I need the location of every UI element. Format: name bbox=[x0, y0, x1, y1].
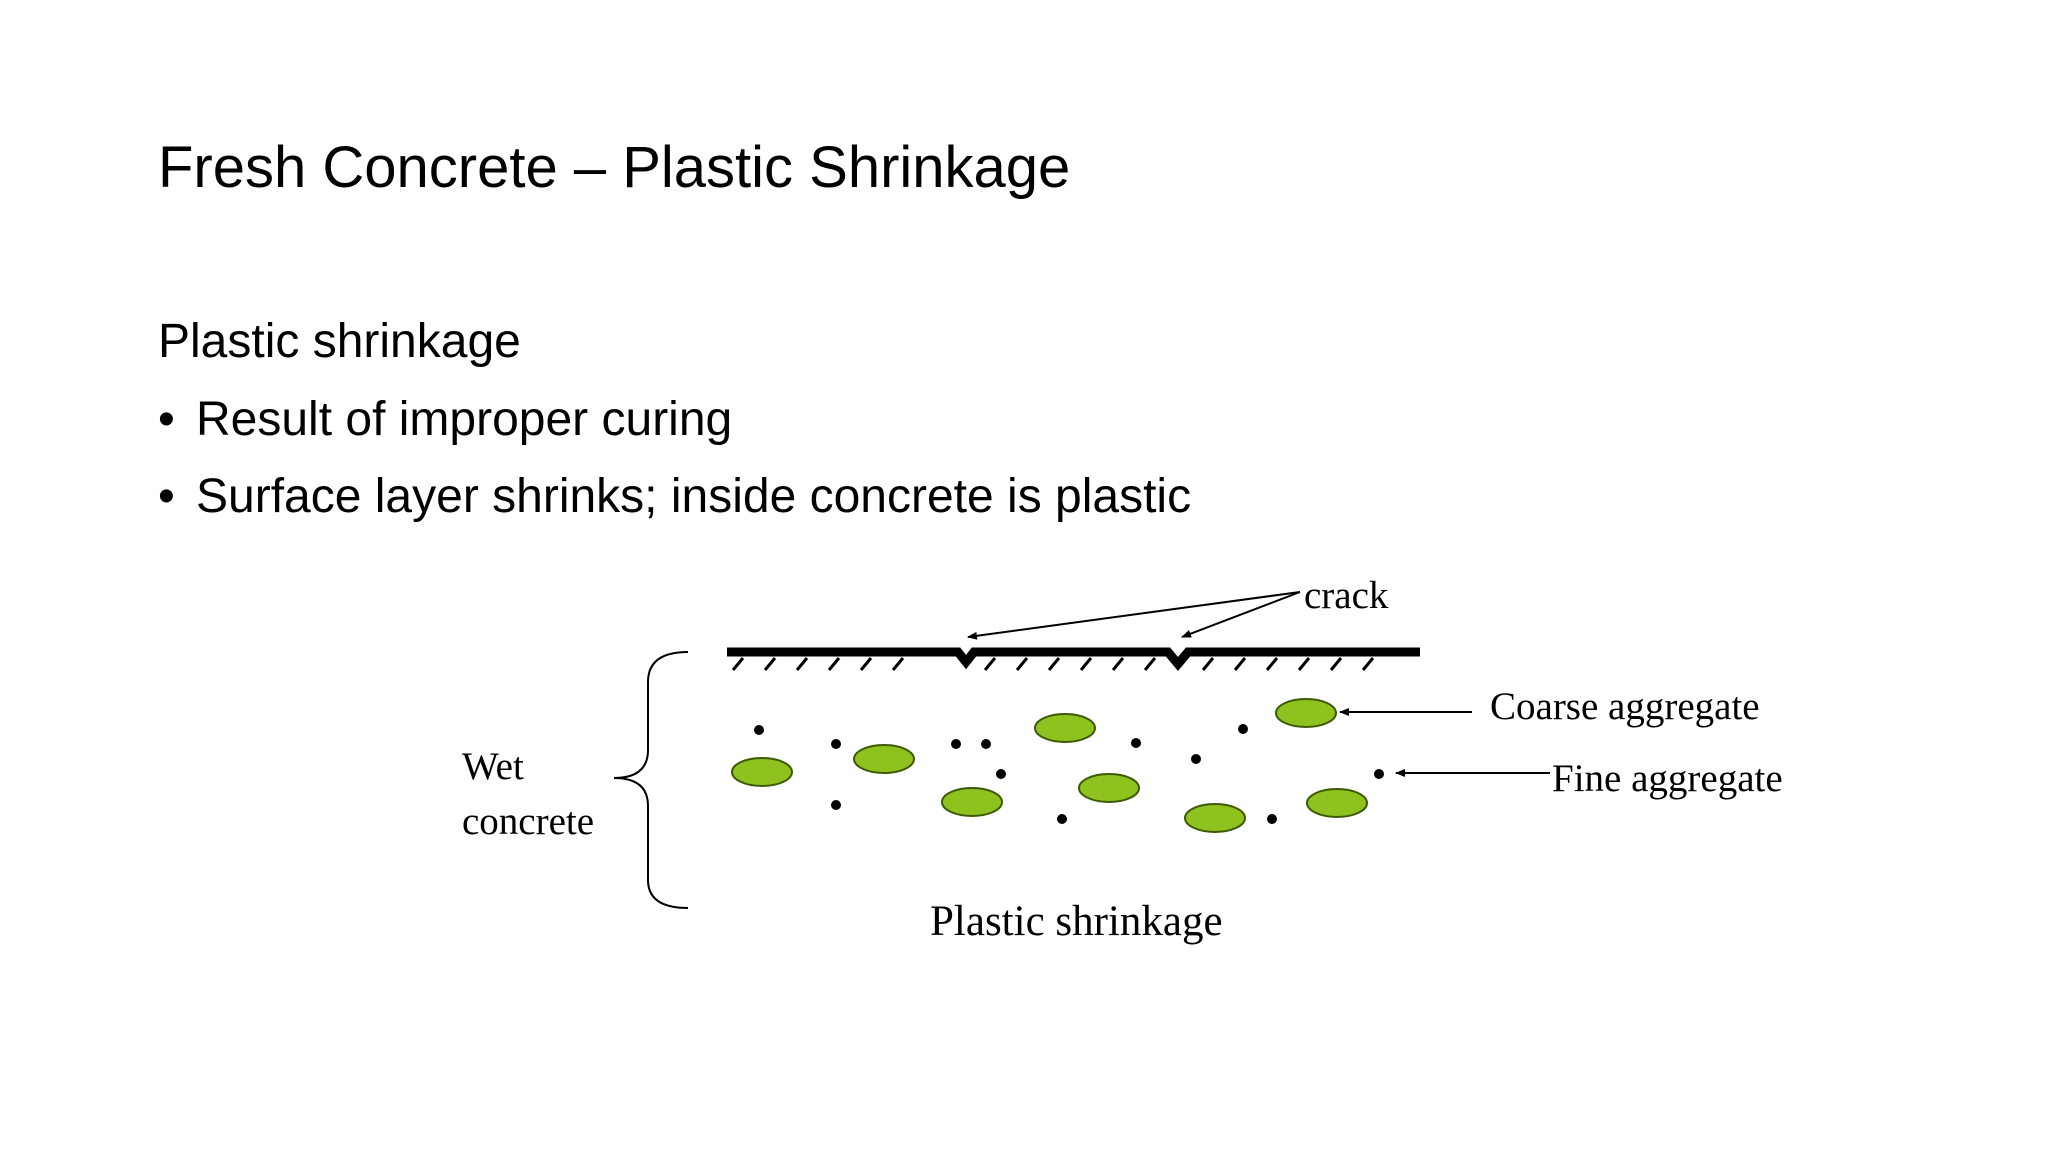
fine-aggregate bbox=[951, 739, 961, 749]
fine-aggregate bbox=[1191, 754, 1201, 764]
wet-concrete-label-line2: concrete bbox=[462, 800, 594, 843]
fine-aggregate bbox=[754, 725, 764, 735]
diagram-caption: Plastic shrinkage bbox=[930, 898, 1223, 945]
bullet-item: • Surface layer shrinks; inside concrete… bbox=[158, 469, 1191, 546]
fine-aggregate bbox=[981, 739, 991, 749]
wet-concrete-label-line1: Wet bbox=[462, 745, 524, 788]
body-heading: Plastic shrinkage bbox=[158, 315, 521, 368]
fine-aggregate bbox=[1057, 814, 1067, 824]
surface-hatch-marks bbox=[731, 657, 1375, 671]
fine-aggregate-group bbox=[754, 724, 1384, 824]
concrete-surface-line bbox=[727, 647, 1420, 672]
bullet-dot-icon: • bbox=[158, 470, 175, 523]
bullet-text: Result of improper curing bbox=[196, 393, 733, 446]
fine-aggregate bbox=[1238, 724, 1248, 734]
fine-aggregate bbox=[831, 800, 841, 810]
fine-aggregate bbox=[1131, 738, 1141, 748]
fine-aggregate-label: Fine aggregate bbox=[1552, 757, 1783, 800]
wet-concrete-brace bbox=[613, 651, 689, 909]
fine-aggregate bbox=[996, 769, 1006, 779]
coarse-aggregate bbox=[1184, 803, 1246, 833]
coarse-aggregate bbox=[1078, 773, 1140, 803]
fine-aggregate bbox=[1267, 814, 1277, 824]
coarse-aggregate bbox=[1275, 698, 1337, 728]
bullet-dot-icon: • bbox=[158, 393, 175, 446]
fine-aggregate bbox=[1374, 769, 1384, 779]
slide-title: Fresh Concrete – Plastic Shrinkage bbox=[158, 135, 1071, 200]
coarse-aggregate bbox=[853, 744, 915, 774]
bullet-text: Surface layer shrinks; inside concrete i… bbox=[196, 470, 1192, 523]
coarse-aggregate-group bbox=[731, 698, 1368, 833]
fine-aggregate bbox=[831, 739, 841, 749]
crack-label: crack bbox=[1304, 574, 1389, 617]
coarse-aggregate bbox=[941, 787, 1003, 817]
coarse-aggregate bbox=[731, 757, 793, 787]
coarse-aggregate bbox=[1034, 713, 1096, 743]
bullet-list: • Result of improper curing • Surface la… bbox=[158, 392, 1191, 546]
coarse-aggregate-label: Coarse aggregate bbox=[1490, 685, 1760, 728]
crack-arrow bbox=[1181, 591, 1301, 638]
coarse-aggregate bbox=[1306, 788, 1368, 818]
bullet-item: • Result of improper curing bbox=[158, 392, 1191, 469]
crack-arrow bbox=[967, 591, 1301, 640]
